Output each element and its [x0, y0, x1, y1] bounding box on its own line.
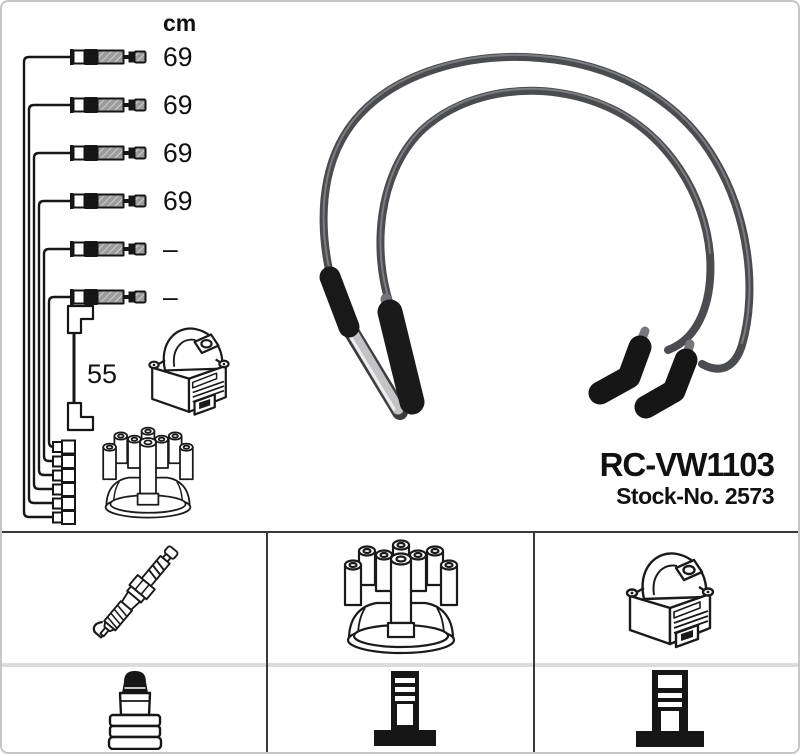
wire-row-lead	[27, 103, 70, 505]
part-number: RC-VW1103	[599, 446, 775, 483]
stock-number: Stock-No. 2573	[616, 483, 774, 510]
distributor-terminal-boxes	[52, 439, 76, 525]
cable-length-label: 69	[163, 186, 192, 216]
ignition-coil-icon	[148, 327, 230, 416]
ignition-cable-set-photo	[319, 52, 754, 420]
wire-row-lead	[22, 55, 70, 519]
wire-row-lead	[32, 151, 70, 491]
wire-row-lead	[47, 295, 70, 449]
wire-row-lead	[42, 247, 70, 463]
cable-length-label: –	[163, 282, 178, 312]
coil-wire-length-label: 55	[87, 359, 117, 389]
legend-row-divider	[2, 663, 798, 667]
distributor-connector-icon	[374, 671, 436, 746]
spark-plug-terminal-icon	[107, 670, 163, 750]
spark-plug-icon	[90, 540, 184, 646]
cable-length-label: 69	[163, 138, 192, 168]
wire-length-schematic	[22, 55, 70, 519]
plug-wire-connectors	[69, 48, 147, 306]
wire-row-lead	[37, 199, 70, 477]
legend-table-top-border	[0, 531, 800, 533]
part-number-block: RC-VW1103 Stock-No. 2573	[599, 446, 775, 511]
cable-length-label: –	[163, 234, 178, 264]
distributor-cap-icon	[102, 426, 194, 519]
legend-column-divider	[266, 531, 268, 752]
coil-wire-icon	[66, 304, 95, 432]
product-diagram: cm 69 69 69 69 – – 55	[22, 10, 754, 525]
cable-length-label: 69	[163, 42, 192, 72]
coil-connector-icon	[636, 670, 704, 747]
ignition-coil-icon	[625, 552, 715, 649]
cable-length-label: 69	[163, 90, 192, 120]
unit-header: cm	[163, 10, 196, 36]
distributor-cap-icon	[343, 539, 459, 655]
legend-column-divider	[533, 531, 535, 752]
